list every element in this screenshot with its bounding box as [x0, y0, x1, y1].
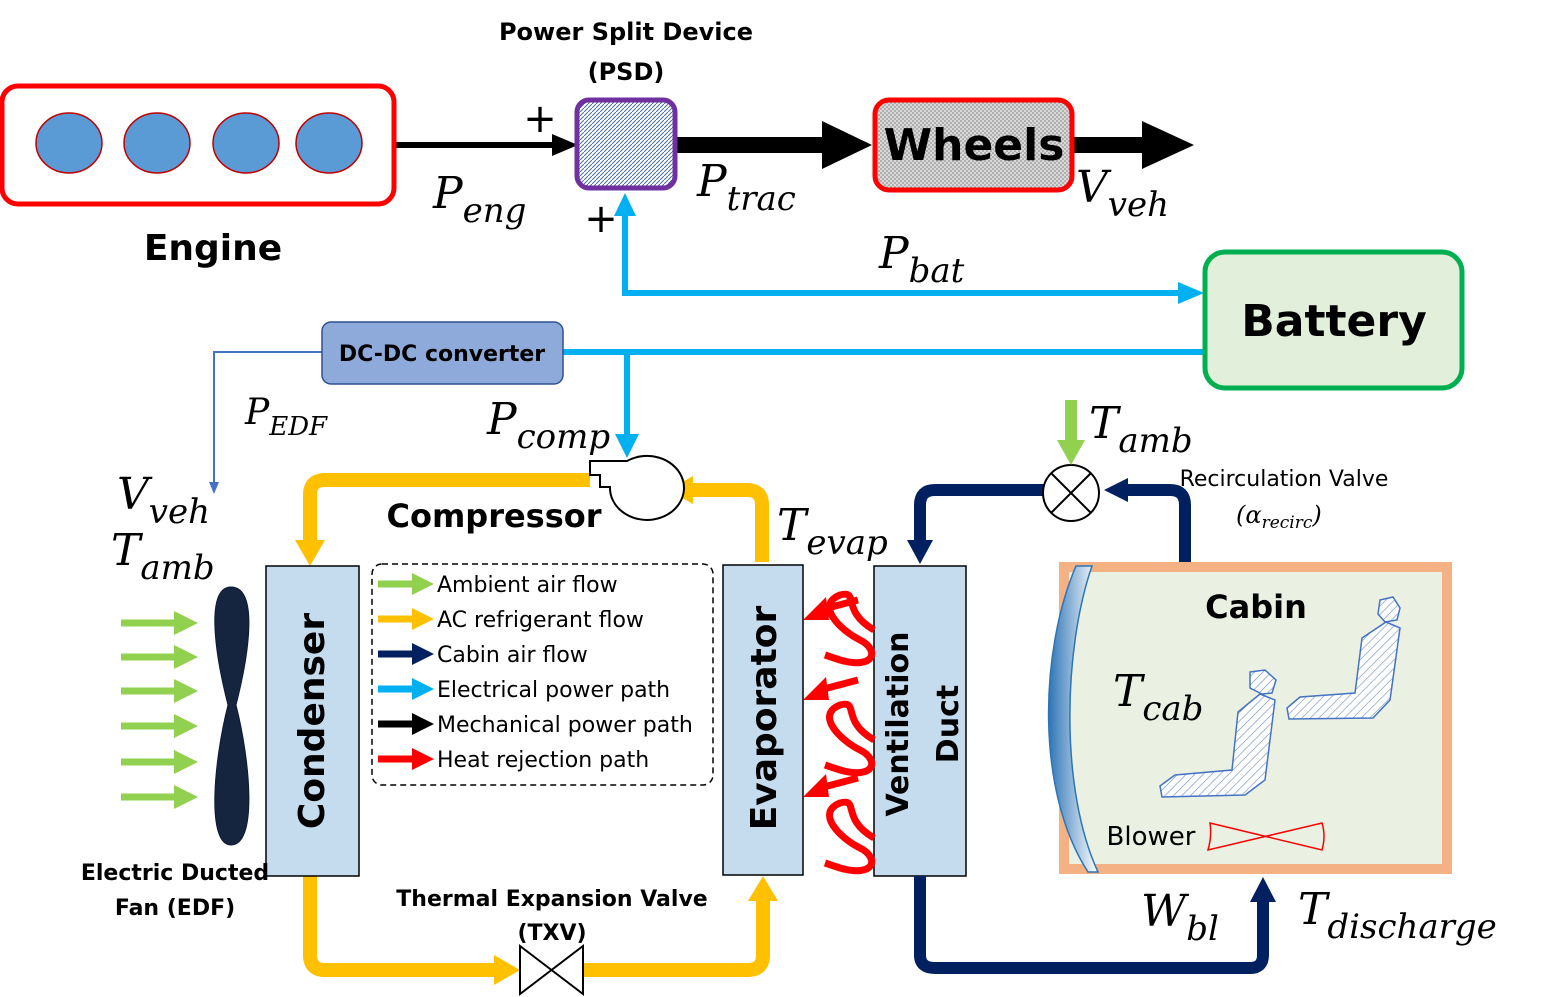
engine-cylinders	[35, 112, 363, 174]
psd-block	[574, 97, 678, 191]
evaporator-label: Evaporator	[744, 605, 785, 830]
seat-rear	[1286, 596, 1401, 720]
var-p-edf: PEDF	[244, 392, 328, 442]
seat-front	[1159, 669, 1277, 798]
psd-title: Power Split Device	[499, 18, 753, 46]
ambient-air-arrows	[121, 611, 198, 809]
recirculation-valve-symbol	[1042, 464, 1100, 522]
wheels-label: Wheels	[884, 120, 1065, 171]
refrigerant-loop	[295, 473, 778, 985]
legend-label: Cabin air flow	[437, 643, 588, 668]
legend-item-electrical: Electrical power path	[378, 678, 670, 703]
var-w-bl: Wbl	[1141, 886, 1219, 949]
edf-label-line2: Fan (EDF)	[115, 896, 235, 921]
windshield	[1047, 565, 1100, 873]
legend-entries: Ambient air flow AC refrigerant flow Cab…	[378, 573, 693, 773]
heat-arrowheads	[803, 597, 829, 797]
dcdc-label: DC-DC converter	[339, 342, 545, 367]
legend-item-ambient: Ambient air flow	[378, 573, 618, 598]
plus-sign-battery: +	[584, 196, 618, 242]
txv-abbrev: (TXV)	[517, 921, 586, 946]
var-p-trac: Ptrac	[696, 156, 796, 219]
var-t-evap: Tevap	[777, 500, 888, 563]
ventilation-duct-block	[873, 565, 967, 877]
legend-item-cabin-air: Cabin air flow	[378, 643, 588, 668]
var-t-amb-right: Tamb	[1089, 398, 1193, 461]
var-t-discharge: Tdischarge	[1298, 884, 1497, 947]
var-p-eng: Peng	[432, 168, 526, 231]
legend-item-refrigerant: AC refrigerant flow	[378, 608, 644, 633]
condenser-block	[265, 565, 360, 877]
heat-rejection-arrows	[819, 590, 876, 875]
ventilation-label: Ventilation	[881, 631, 916, 816]
var-t-amb-left: Tamb	[111, 525, 215, 588]
blower-symbol	[1206, 822, 1325, 852]
legend-label: Heat rejection path	[437, 748, 649, 773]
var-p-comp: Pcomp	[486, 394, 610, 457]
var-v-veh-top: Vveh	[1076, 162, 1169, 225]
wheels-block	[872, 97, 1075, 193]
legend-item-mechanical: Mechanical power path	[378, 713, 693, 738]
txv-title: Thermal Expansion Valve	[396, 887, 707, 912]
compressor-symbol	[589, 454, 685, 521]
ambient-inlet-arrow	[1057, 400, 1085, 465]
txv-symbol	[519, 943, 584, 997]
recirc-valve-label: Recirculation Valve	[1180, 467, 1389, 492]
engine-label: Engine	[144, 228, 282, 269]
mechanical-power-path	[394, 121, 1194, 169]
cabin-label: Cabin	[1205, 588, 1307, 626]
cabin-air-loop	[907, 478, 1276, 974]
electrical-power-path	[209, 193, 1205, 494]
legend-box	[371, 563, 714, 786]
legend-item-heat: Heat rejection path	[378, 748, 649, 773]
compressor-label: Compressor	[386, 497, 601, 535]
edf-label-line1: Electric Ducted	[81, 861, 269, 886]
dcdc-converter-block	[321, 321, 564, 385]
condenser-label: Condenser	[292, 613, 333, 829]
engine-block	[0, 83, 397, 207]
var-p-bat: Pbat	[878, 228, 965, 291]
duct-label: Duct	[931, 685, 966, 763]
psd-abbrev: (PSD)	[588, 58, 665, 86]
legend-label: AC refrigerant flow	[437, 608, 644, 633]
battery-label: Battery	[1241, 296, 1427, 347]
plus-sign-engine: +	[523, 96, 557, 142]
var-alpha-recirc: (αrecirc)	[1236, 501, 1322, 533]
legend-label: Mechanical power path	[437, 713, 693, 738]
blower-label: Blower	[1107, 822, 1196, 852]
var-t-cab: Tcab	[1113, 666, 1203, 729]
legend-label: Ambient air flow	[437, 573, 618, 598]
evaporator-block	[722, 564, 804, 876]
battery-block	[1202, 249, 1465, 391]
legend-label: Electrical power path	[437, 678, 670, 703]
edf-fan-symbol	[214, 586, 250, 846]
var-v-veh-left: Vveh	[117, 469, 210, 532]
